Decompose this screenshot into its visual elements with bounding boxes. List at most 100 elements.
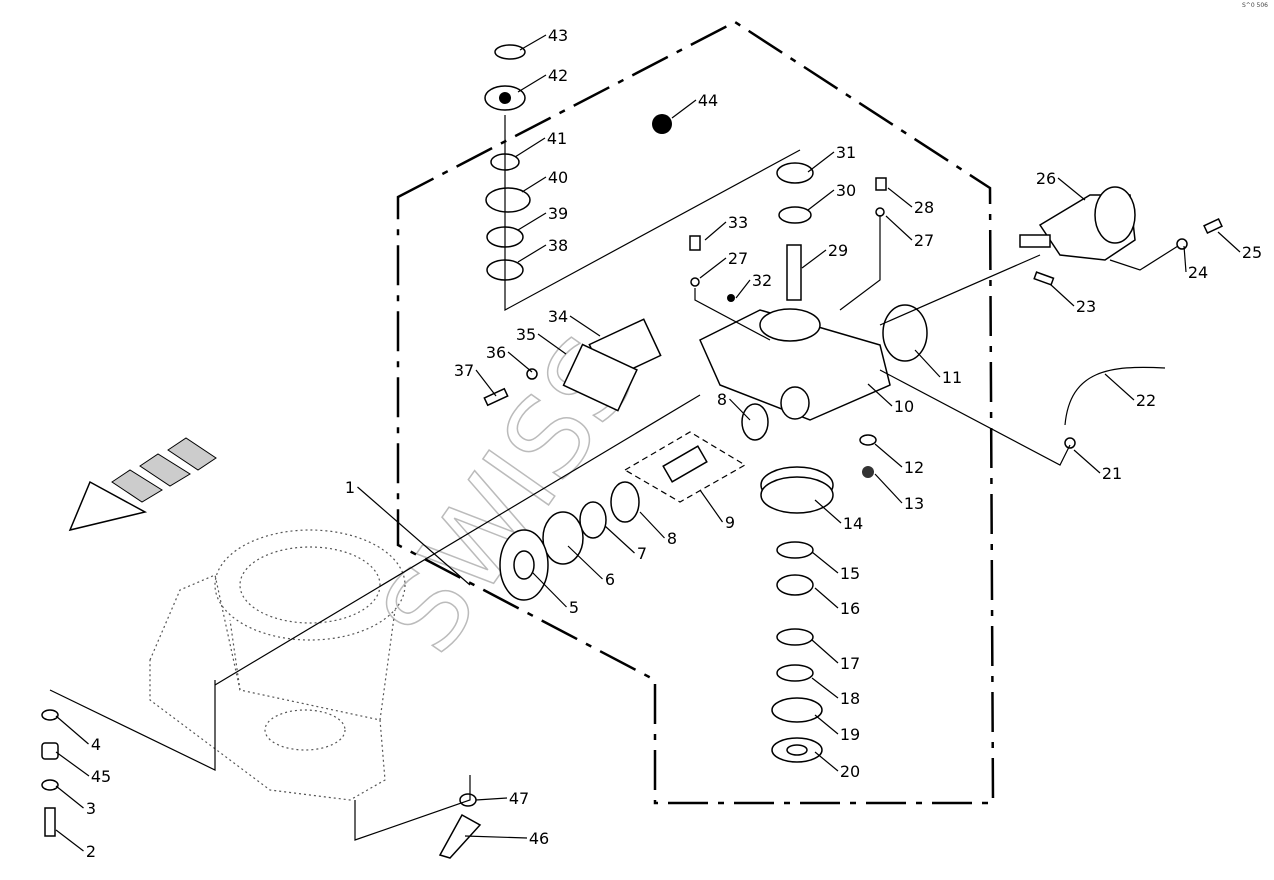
fastener-parts <box>41 680 482 859</box>
callout-25: 25 <box>1242 243 1262 262</box>
callout-30: 30 <box>836 181 856 200</box>
leader-line-33 <box>704 221 727 241</box>
callout-38: 38 <box>548 236 568 255</box>
leader-line-5 <box>531 571 567 608</box>
direction-arrow-icon <box>68 437 217 532</box>
callout-20: 20 <box>840 762 860 781</box>
callout-41: 41 <box>547 129 567 148</box>
frame-housing <box>149 529 406 801</box>
leader-line-21 <box>1073 449 1101 474</box>
leader-line-3 <box>55 785 84 809</box>
leader-line-35 <box>537 333 567 355</box>
motor-parts <box>879 186 1223 466</box>
callout-36: 36 <box>486 343 506 362</box>
leader-line-39 <box>517 212 547 231</box>
leader-line-42 <box>517 74 547 93</box>
callout-8a: 8 <box>717 390 727 409</box>
callout-35: 35 <box>516 325 536 344</box>
callout-39: 39 <box>548 204 568 223</box>
leader-line-15 <box>811 551 839 574</box>
callout-2: 2 <box>86 842 96 861</box>
leader-line-44 <box>671 99 697 119</box>
callout-32: 32 <box>752 271 772 290</box>
upper-shaft-parts <box>484 44 801 312</box>
callout-15: 15 <box>840 564 860 583</box>
leader-line-12 <box>874 443 903 468</box>
leader-line-2 <box>55 829 84 852</box>
lower-shaft-parts <box>760 434 877 763</box>
callout-24: 24 <box>1188 263 1208 282</box>
leader-line-8b <box>639 511 665 539</box>
callout-45: 45 <box>91 767 111 786</box>
callout-21: 21 <box>1102 464 1122 483</box>
leader-line-4 <box>55 715 89 745</box>
leader-line-38 <box>517 244 547 263</box>
leader-line-37 <box>475 369 497 397</box>
callout-47: 47 <box>509 789 529 808</box>
callout-44: 44 <box>698 91 718 110</box>
leader-line-18 <box>811 677 839 699</box>
callout-1: 1 <box>345 478 355 497</box>
callout-7: 7 <box>637 544 647 563</box>
callout-17: 17 <box>840 654 860 673</box>
part-44 <box>652 114 672 134</box>
leader-line-6 <box>567 545 603 580</box>
callout-19: 19 <box>840 725 860 744</box>
callout-4: 4 <box>91 735 101 754</box>
callout-42: 42 <box>548 66 568 85</box>
leader-line-45 <box>55 751 90 777</box>
callout-27a: 27 <box>914 231 934 250</box>
leader-line-32 <box>735 279 751 299</box>
leader-line-27b <box>699 257 727 279</box>
leader-line-31 <box>807 151 835 173</box>
leader-line-17 <box>811 639 839 664</box>
leader-line-22 <box>1104 373 1135 401</box>
leader-line-25 <box>1217 231 1241 253</box>
leader-line-36 <box>507 351 533 373</box>
callout-5: 5 <box>569 598 579 617</box>
cover-parts <box>483 368 538 407</box>
leader-line-27a <box>885 215 913 241</box>
callout-14: 14 <box>843 514 863 533</box>
leader-line-7 <box>604 525 635 554</box>
leader-line-23 <box>1049 283 1075 307</box>
leader-line-10 <box>867 383 893 407</box>
vertical-shaft-parts <box>689 162 887 341</box>
leader-line-16 <box>814 587 839 609</box>
callout-46: 46 <box>529 829 549 848</box>
callout-11: 11 <box>942 368 962 387</box>
leader-line-19 <box>814 714 839 735</box>
corner-code: S^0 506 <box>1241 2 1268 9</box>
leader-line-13 <box>874 473 903 504</box>
callout-13: 13 <box>904 494 924 513</box>
gearbox-housing <box>562 308 891 421</box>
callout-28: 28 <box>914 198 934 217</box>
leader-line-41 <box>514 137 546 158</box>
leader-line-24 <box>1183 245 1187 273</box>
leader-line-9 <box>699 489 723 523</box>
leader-line-8a <box>729 398 751 421</box>
leader-line-34 <box>569 315 601 337</box>
callout-9: 9 <box>725 513 735 532</box>
assembly-boundary <box>396 20 995 805</box>
leader-line-47 <box>475 797 508 801</box>
callout-22: 22 <box>1136 391 1156 410</box>
callout-12: 12 <box>904 458 924 477</box>
callout-26: 26 <box>1036 169 1056 188</box>
callout-10: 10 <box>894 397 914 416</box>
callout-3: 3 <box>86 799 96 818</box>
leader-line-43 <box>519 34 547 51</box>
callout-37: 37 <box>454 361 474 380</box>
leader-line-26 <box>1057 177 1086 201</box>
callout-16: 16 <box>840 599 860 618</box>
callout-27b: 27 <box>728 249 748 268</box>
callout-34: 34 <box>548 307 568 326</box>
leader-line-40 <box>521 176 547 193</box>
callout-23: 23 <box>1076 297 1096 316</box>
leader-line-30 <box>807 189 835 211</box>
callout-29: 29 <box>828 241 848 260</box>
callout-6: 6 <box>605 570 615 589</box>
leader-line-14 <box>814 499 842 524</box>
